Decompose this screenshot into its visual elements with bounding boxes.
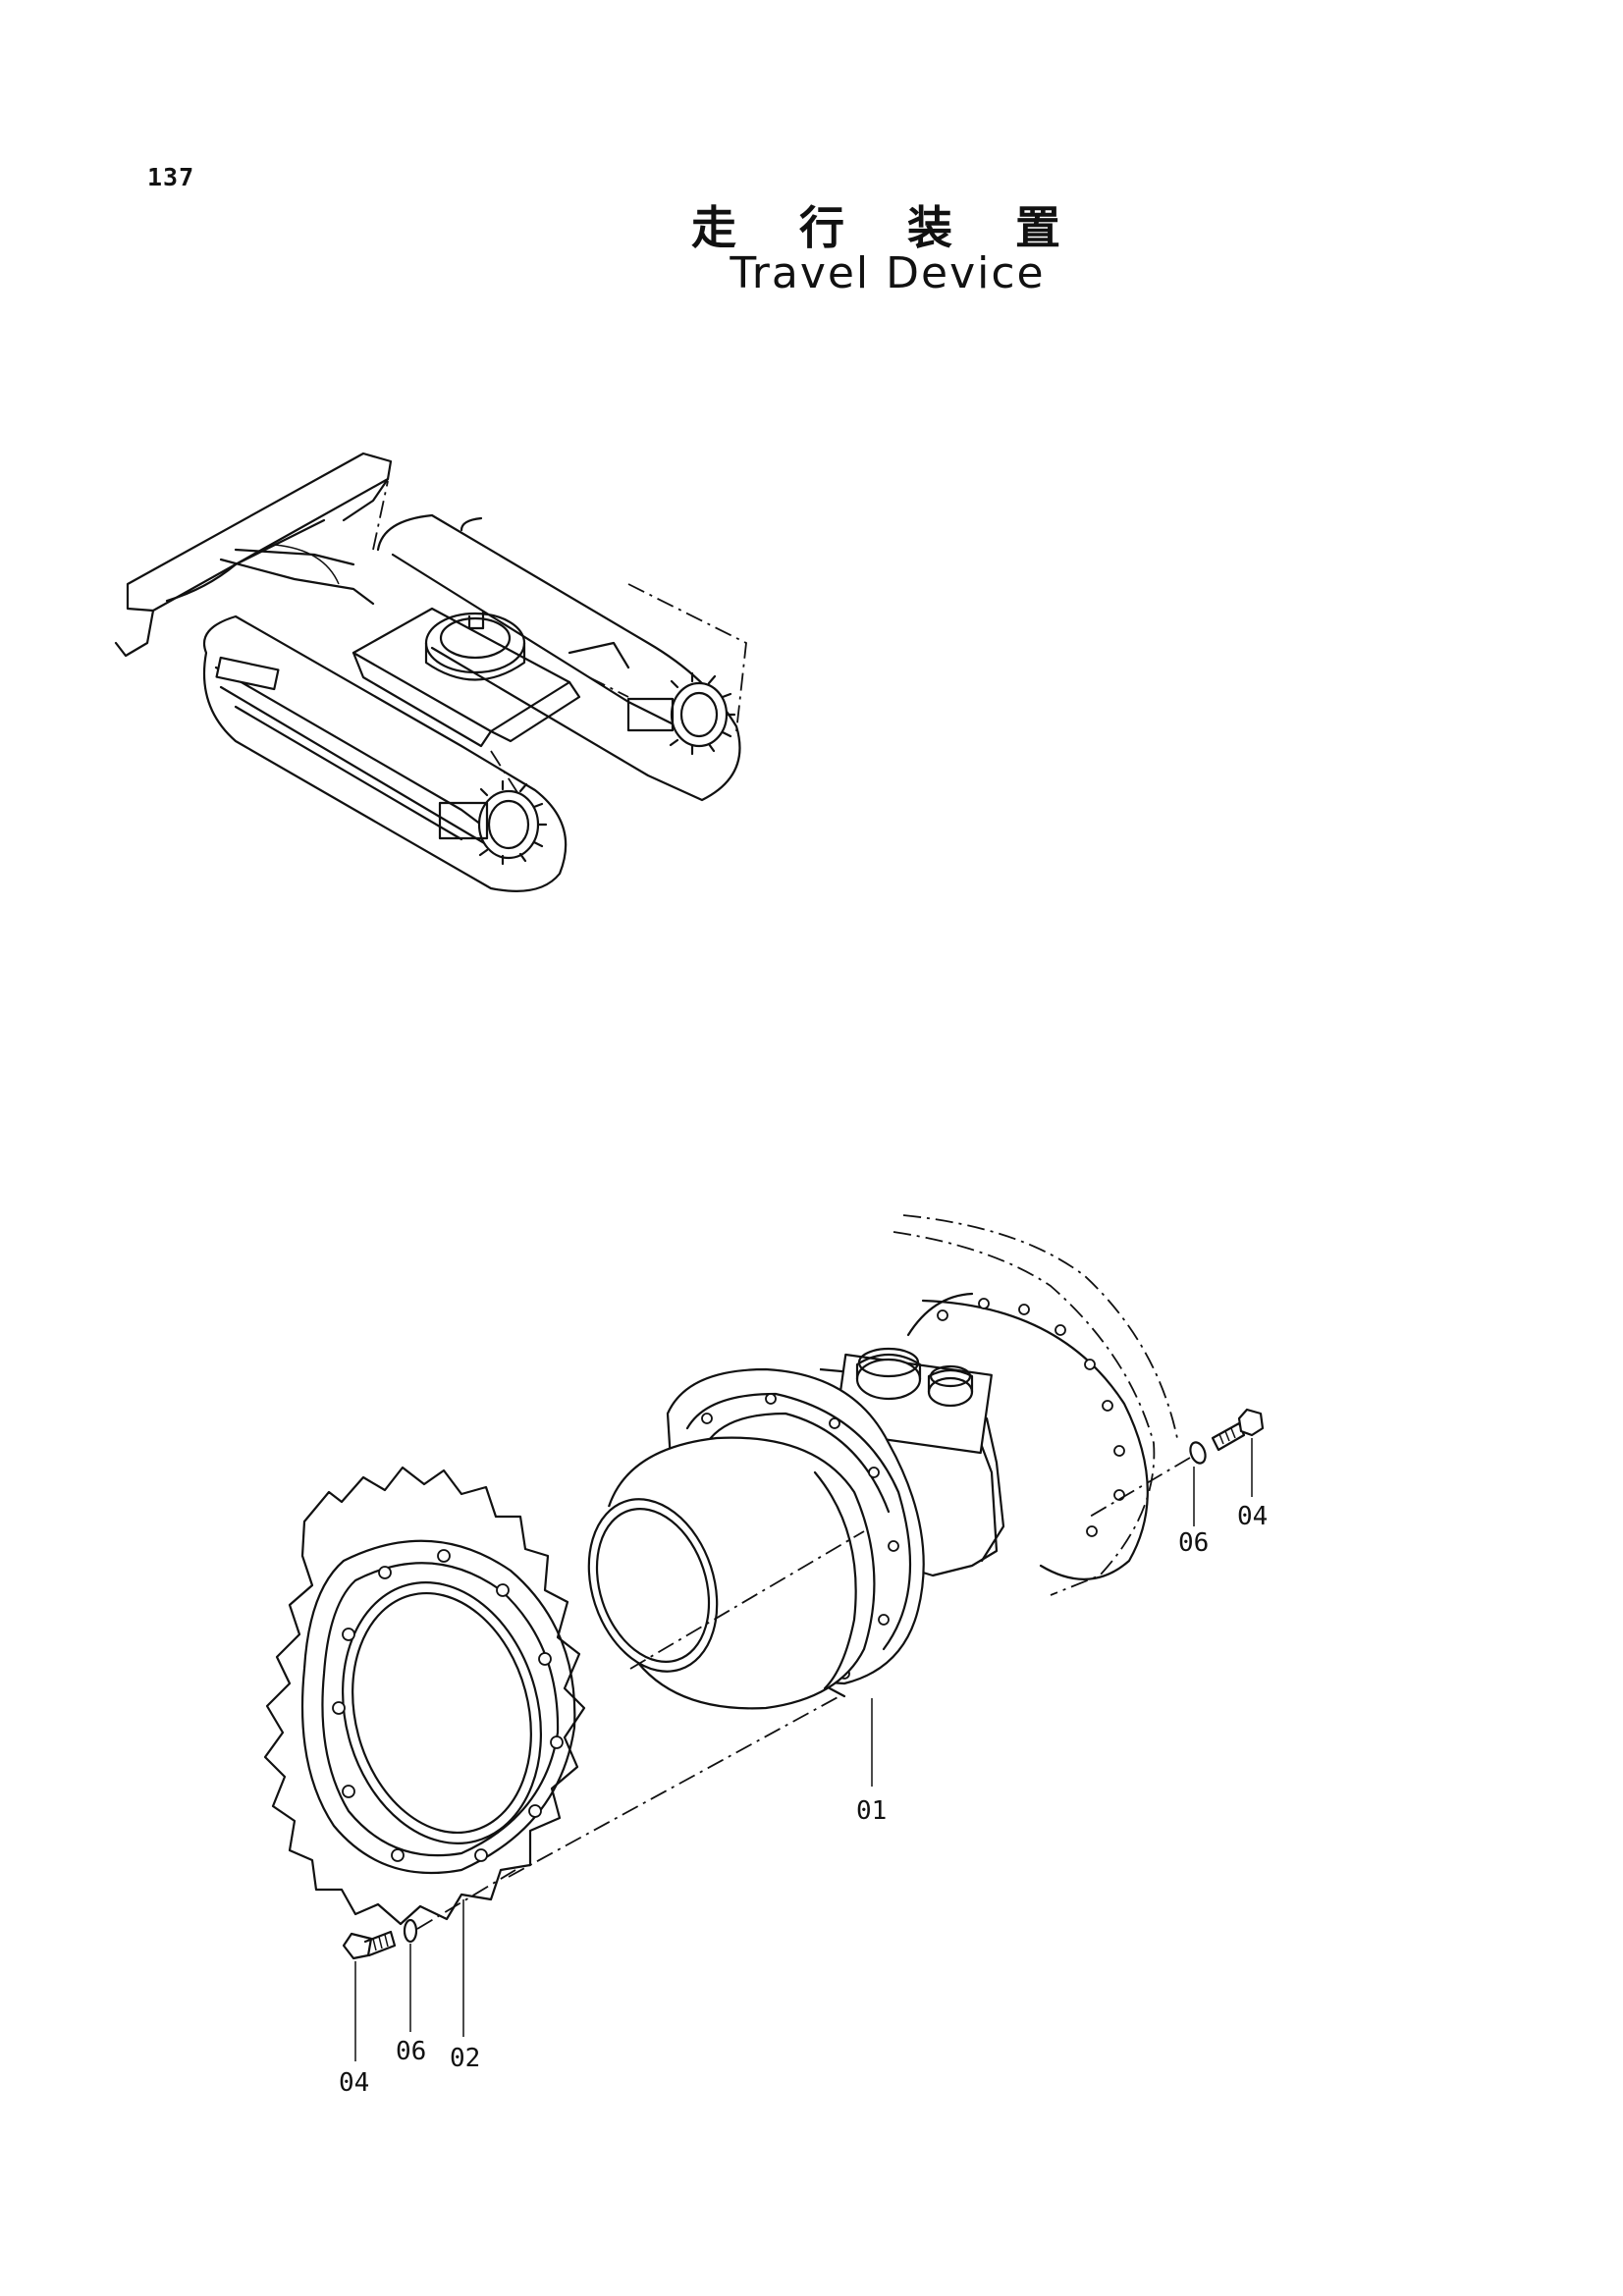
bolt-right [1211,1408,1265,1452]
callout-01: 01 [856,1796,887,1826]
travel-motor [587,1347,1005,1710]
page-number: 137 [147,163,195,191]
page-title: Travel Device [730,248,1046,298]
washer-right [1189,1441,1207,1465]
sprocket [263,1466,586,1926]
page-title-japanese: 走 行 装 置 [690,201,1085,254]
sprocket-overview-left [438,779,548,866]
callout-02: 02 [450,2044,480,2073]
callout-04-right: 04 [1237,1502,1268,1531]
bolt-left [342,1930,397,1960]
callout-06-left: 06 [396,2037,426,2066]
washer-left [403,1918,418,1944]
travel-device-exploded-view: 01 02 04 06 06 04 [263,1214,1268,2098]
sprocket-overview-right [626,671,736,756]
undercarriage-overview-illustration [114,452,747,892]
callout-04-left: 04 [339,2068,369,2098]
callout-06-right: 06 [1178,1528,1209,1558]
